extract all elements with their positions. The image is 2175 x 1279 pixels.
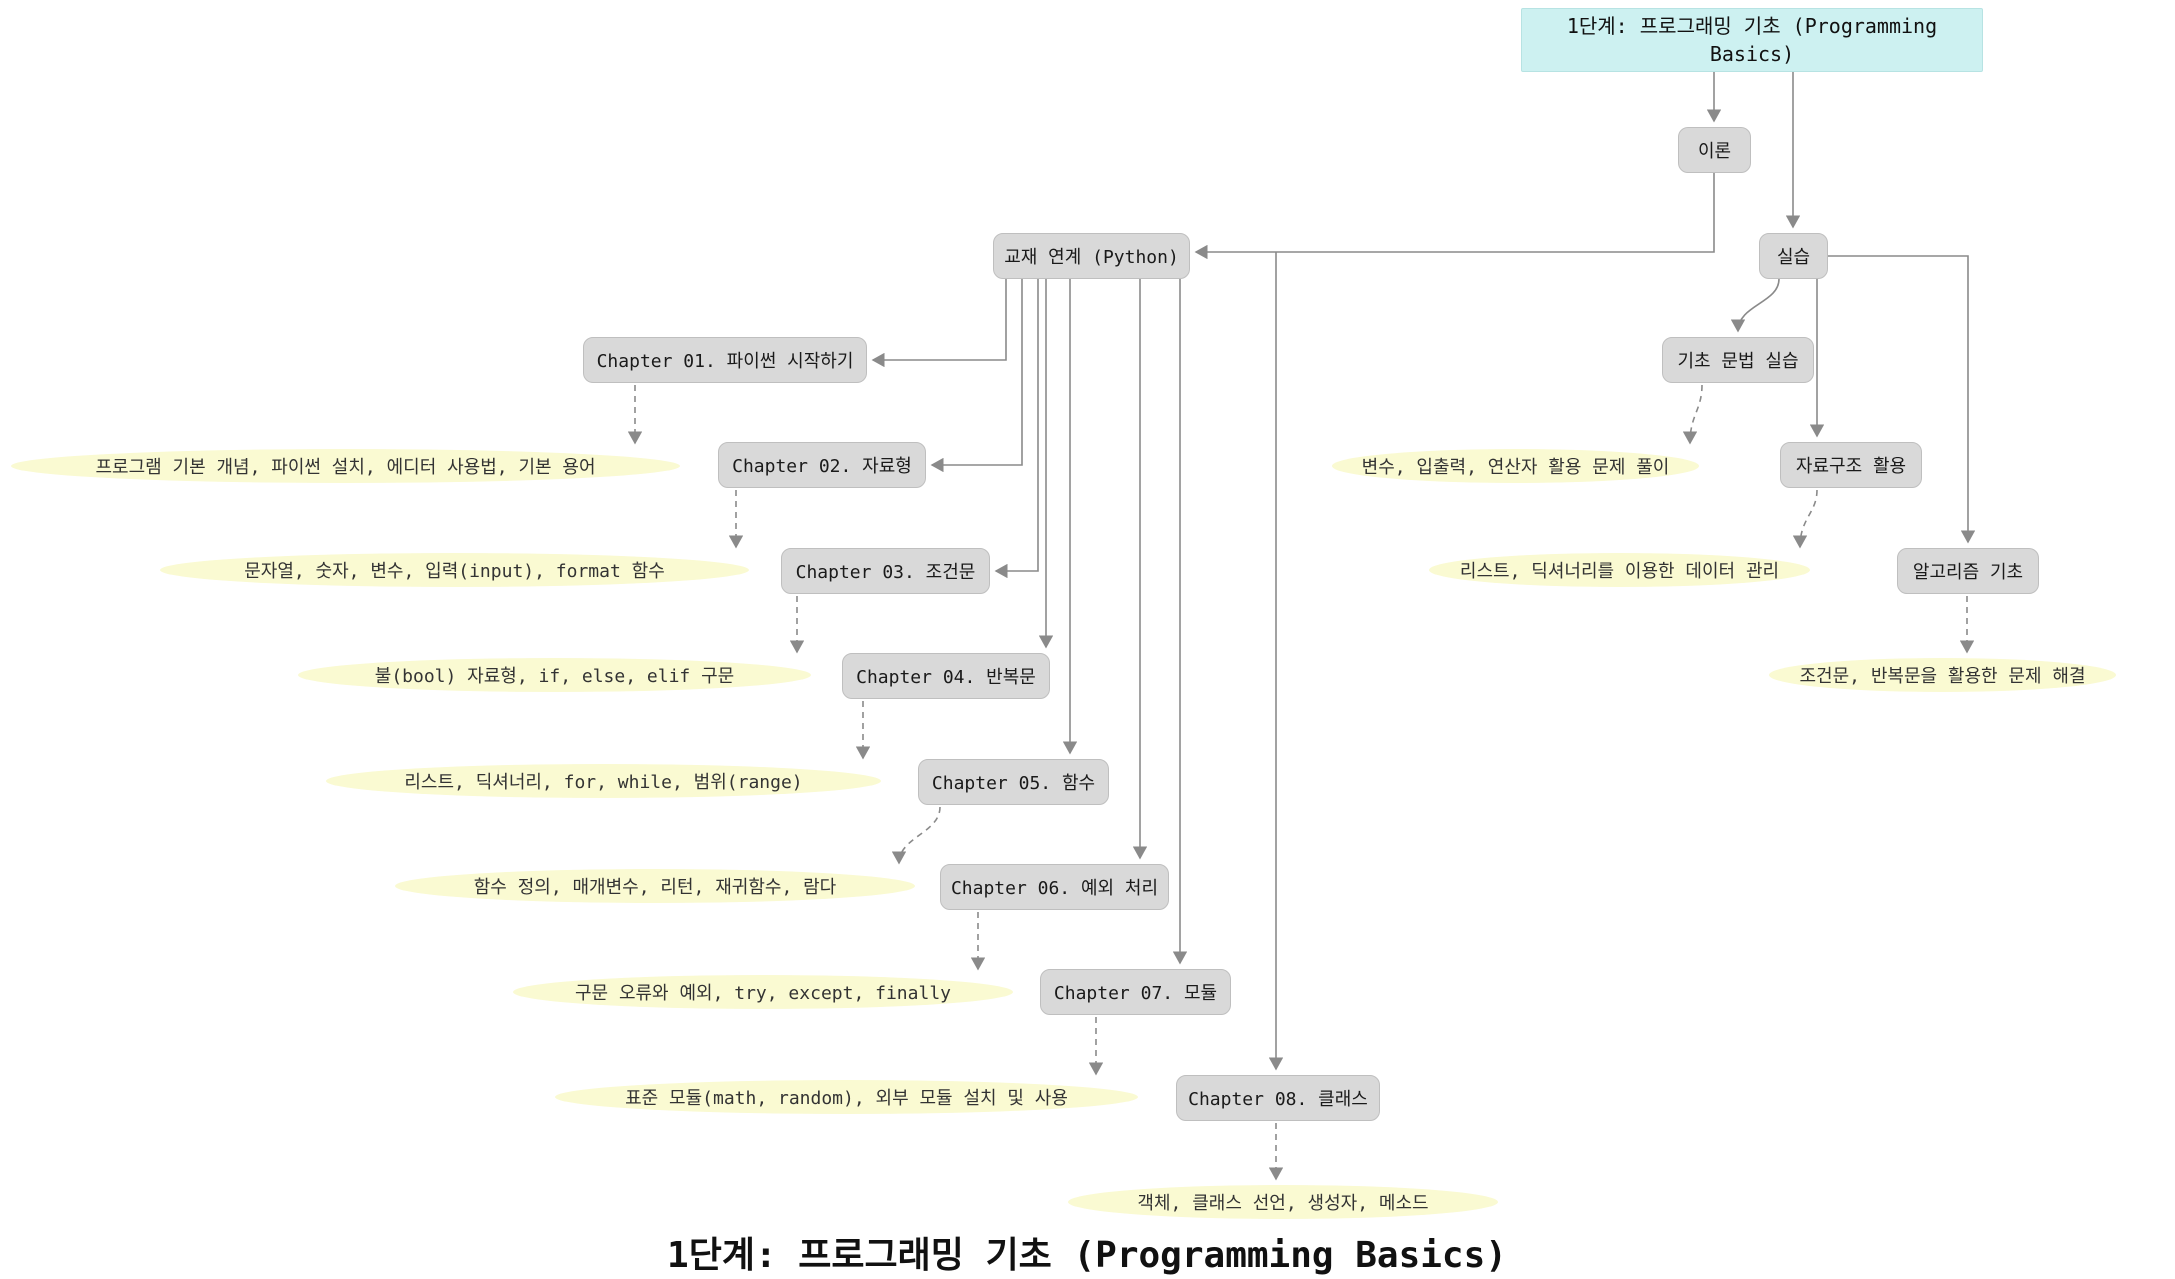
node-chapter-07: Chapter 07. 모듈 bbox=[1040, 969, 1231, 1015]
note-chapter-05-desc: 함수 정의, 매개변수, 리턴, 재귀함수, 람다 bbox=[395, 869, 915, 903]
node-theory: 이론 bbox=[1678, 127, 1751, 173]
note-practice-basic-syntax-desc: 변수, 입출력, 연산자 활용 문제 풀이 bbox=[1332, 449, 1699, 483]
node-practice-data-structure: 자료구조 활용 bbox=[1780, 442, 1922, 488]
node-chapter-01: Chapter 01. 파이썬 시작하기 bbox=[583, 337, 867, 383]
node-practice-basic-syntax: 기초 문법 실습 bbox=[1662, 337, 1814, 383]
note-chapter-08-desc: 객체, 클래스 선언, 생성자, 메소드 bbox=[1068, 1185, 1498, 1219]
node-chapter-06: Chapter 06. 예외 처리 bbox=[940, 864, 1169, 910]
node-root: 1단계: 프로그래밍 기초 (Programming Basics) bbox=[1521, 8, 1983, 72]
node-chapter-04: Chapter 04. 반복문 bbox=[842, 653, 1050, 699]
node-chapter-05: Chapter 05. 함수 bbox=[918, 759, 1109, 805]
node-practice: 실습 bbox=[1759, 233, 1828, 279]
node-chapter-02: Chapter 02. 자료형 bbox=[718, 442, 926, 488]
edge-textbook-ch01 bbox=[871, 279, 1007, 368]
node-textbook: 교재 연계 (Python) bbox=[993, 233, 1190, 279]
note-chapter-02-desc: 문자열, 숫자, 변수, 입력(input), format 함수 bbox=[160, 553, 749, 587]
edge-textbook-ch02 bbox=[930, 279, 1023, 473]
note-practice-data-structure-desc: 리스트, 딕셔너리를 이용한 데이터 관리 bbox=[1429, 553, 1810, 587]
note-chapter-04-desc: 리스트, 딕셔너리, for, while, 범위(range) bbox=[326, 764, 881, 798]
note-practice-algorithm-desc: 조건문, 반복문을 활용한 문제 해결 bbox=[1769, 658, 2116, 692]
diagram-caption: 1단계: 프로그래밍 기초 (Programming Basics) bbox=[667, 1235, 1507, 1276]
note-chapter-07-desc: 표준 모듈(math, random), 외부 모듈 설치 및 사용 bbox=[555, 1080, 1138, 1114]
node-chapter-08: Chapter 08. 클래스 bbox=[1176, 1075, 1380, 1121]
edge-data-structure-desc bbox=[1792, 489, 1818, 549]
edge-theory-textbook bbox=[1194, 173, 1715, 260]
node-chapter-03: Chapter 03. 조건문 bbox=[781, 548, 990, 594]
note-chapter-06-desc: 구문 오류와 예외, try, except, finally bbox=[513, 975, 1013, 1009]
note-chapter-03-desc: 불(bool) 자료형, if, else, elif 구문 bbox=[298, 658, 811, 692]
edge-basic-syntax-desc bbox=[1682, 384, 1703, 445]
edge-ch05-desc bbox=[891, 806, 941, 865]
edge-practice-basic-syntax bbox=[1730, 278, 1780, 333]
node-practice-algorithm: 알고리즘 기초 bbox=[1897, 548, 2039, 594]
edge-practice-algorithm bbox=[1828, 255, 1976, 544]
note-chapter-01-desc: 프로그램 기본 개념, 파이썬 설치, 에디터 사용법, 기본 용어 bbox=[11, 449, 680, 483]
edge-textbook-ch03 bbox=[994, 279, 1039, 579]
